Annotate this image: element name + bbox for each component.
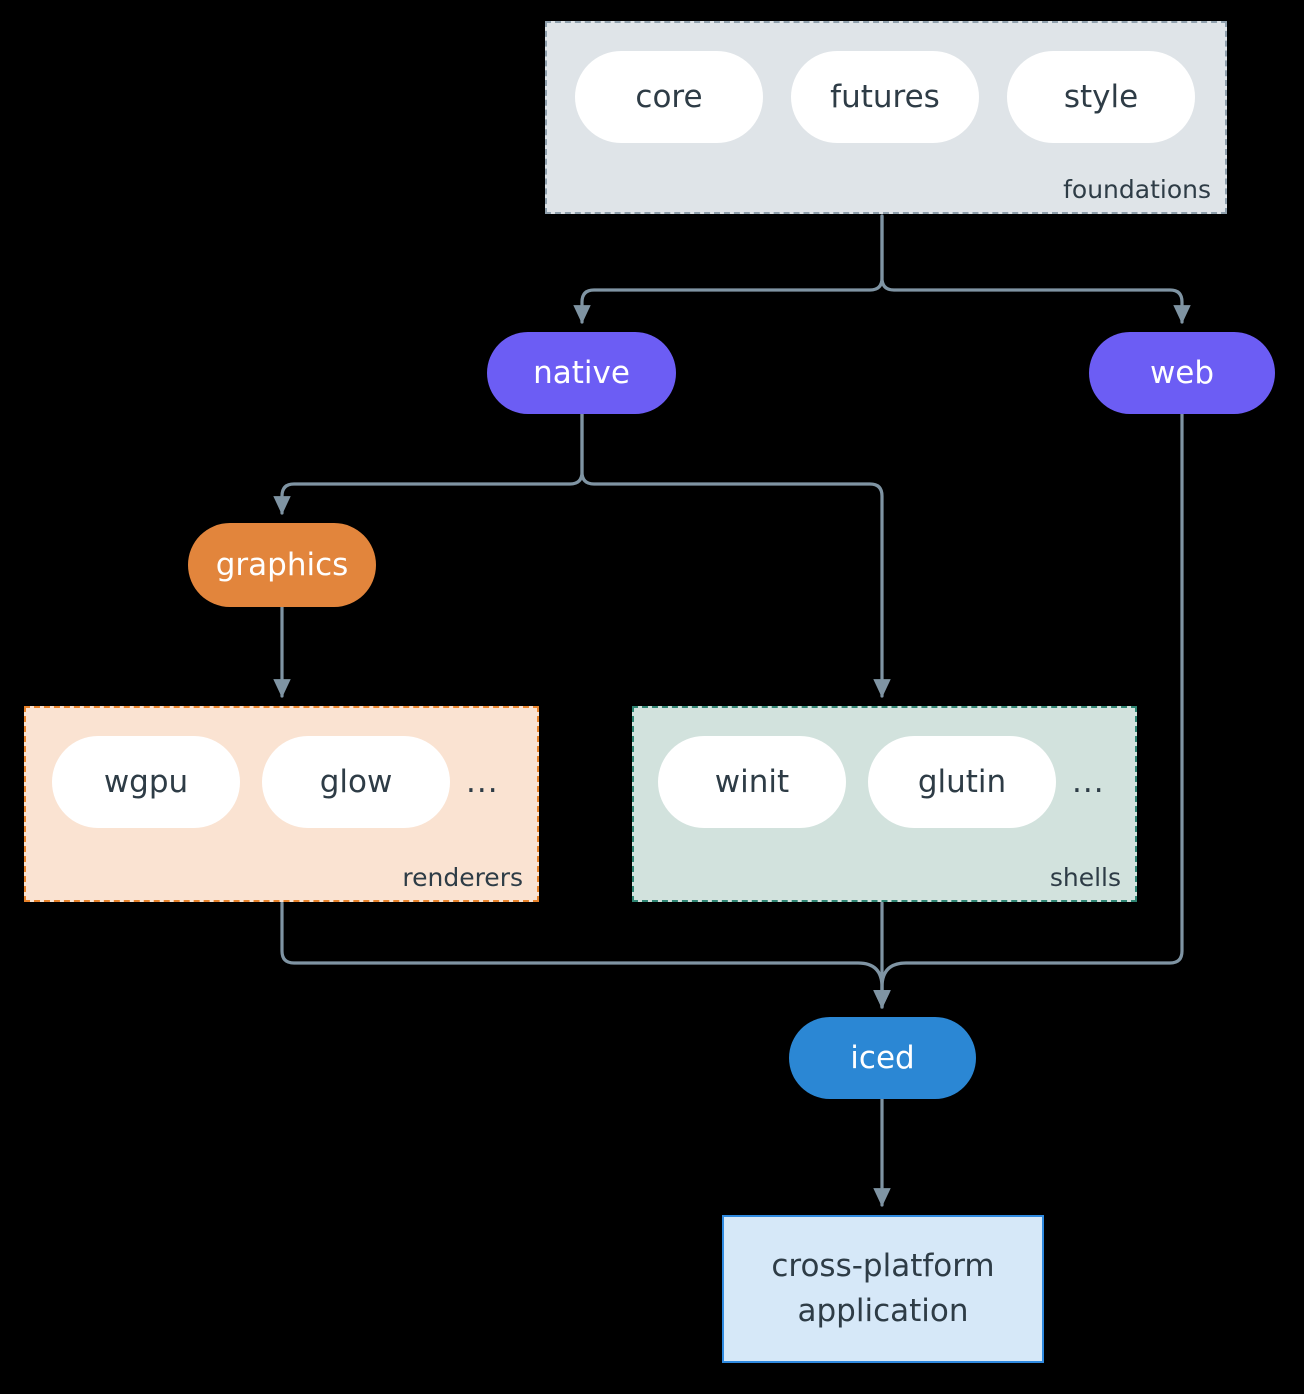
node-graphics[interactable]: graphics — [188, 523, 376, 607]
node-style-label: style — [1063, 79, 1139, 115]
node-winit-label: winit — [714, 764, 790, 800]
node-style[interactable]: style — [1007, 51, 1195, 143]
node-glutin-label: glutin — [917, 764, 1007, 800]
node-iced[interactable]: iced — [789, 1017, 976, 1099]
cluster-renderers-label: renderers — [402, 863, 523, 892]
shells-ellipsis-icon: ... — [1072, 764, 1105, 800]
node-web[interactable]: web — [1089, 332, 1275, 414]
cluster-renderers-items: wgpu glow ... — [52, 736, 499, 828]
edge-native-graphics — [273, 412, 584, 515]
node-glutin[interactable]: glutin — [868, 736, 1056, 828]
renderers-ellipsis-icon: ... — [466, 764, 499, 800]
node-futures-label: futures — [830, 79, 940, 115]
node-wgpu[interactable]: wgpu — [52, 736, 240, 828]
node-web-label: web — [1149, 355, 1215, 391]
cluster-shells: winit glutin ... shells — [632, 706, 1137, 902]
edge-native-shells — [580, 412, 891, 698]
edge-foundations-web — [880, 214, 1191, 324]
node-native[interactable]: native — [487, 332, 676, 414]
node-iced-label: iced — [850, 1040, 915, 1076]
node-winit[interactable]: winit — [658, 736, 846, 828]
node-futures[interactable]: futures — [791, 51, 979, 143]
cluster-shells-label: shells — [1049, 863, 1121, 892]
node-core[interactable]: core — [575, 51, 763, 143]
node-cross-platform-application[interactable]: cross-platform application — [722, 1215, 1044, 1363]
node-wgpu-label: wgpu — [103, 764, 189, 800]
cluster-renderers: wgpu glow ... renderers — [24, 706, 539, 902]
node-native-label: native — [533, 355, 630, 391]
node-glow-label: glow — [319, 764, 393, 800]
node-graphics-label: graphics — [215, 547, 349, 583]
node-core-label: core — [635, 79, 703, 115]
application-label-line2: application — [797, 1293, 969, 1329]
cluster-shells-items: winit glutin ... — [658, 736, 1105, 828]
cluster-foundations-label: foundations — [1063, 175, 1211, 204]
node-glow[interactable]: glow — [262, 736, 450, 828]
cluster-foundations: core futures style foundations — [545, 21, 1227, 214]
edge-renderers-iced — [280, 901, 891, 1009]
cluster-foundations-items: core futures style — [575, 51, 1195, 143]
edge-foundations-native — [573, 214, 884, 324]
application-label-line1: cross-platform — [771, 1248, 995, 1285]
